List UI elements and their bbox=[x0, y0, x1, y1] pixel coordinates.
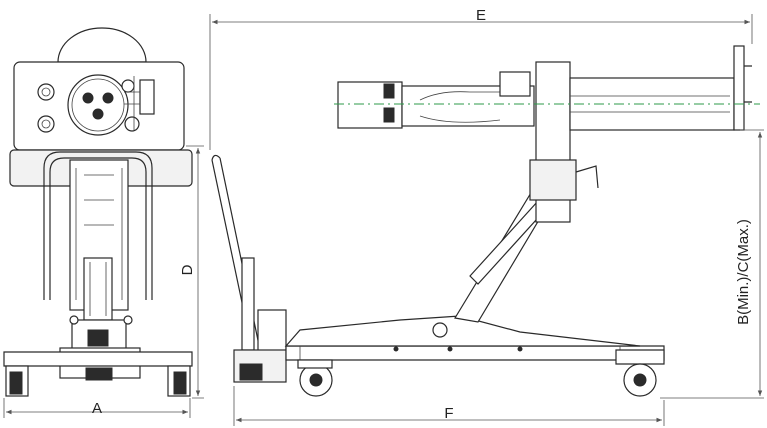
front-view bbox=[3, 27, 193, 397]
dimension-f-label: F bbox=[444, 405, 453, 422]
dimension-f: F bbox=[233, 386, 665, 426]
dimension-b-c-label: B(Min.)/C(Max.) bbox=[735, 219, 752, 325]
dimension-b-c: B(Min.)/C(Max.) bbox=[660, 129, 764, 399]
dimension-e: E bbox=[209, 7, 753, 150]
dimension-d-label: D bbox=[179, 264, 196, 275]
dimension-a-label: A bbox=[92, 400, 102, 417]
dimension-e-label: E bbox=[476, 7, 486, 24]
dimension-a: A bbox=[3, 398, 191, 418]
dimension-d: D bbox=[179, 145, 204, 399]
side-view bbox=[211, 45, 752, 397]
